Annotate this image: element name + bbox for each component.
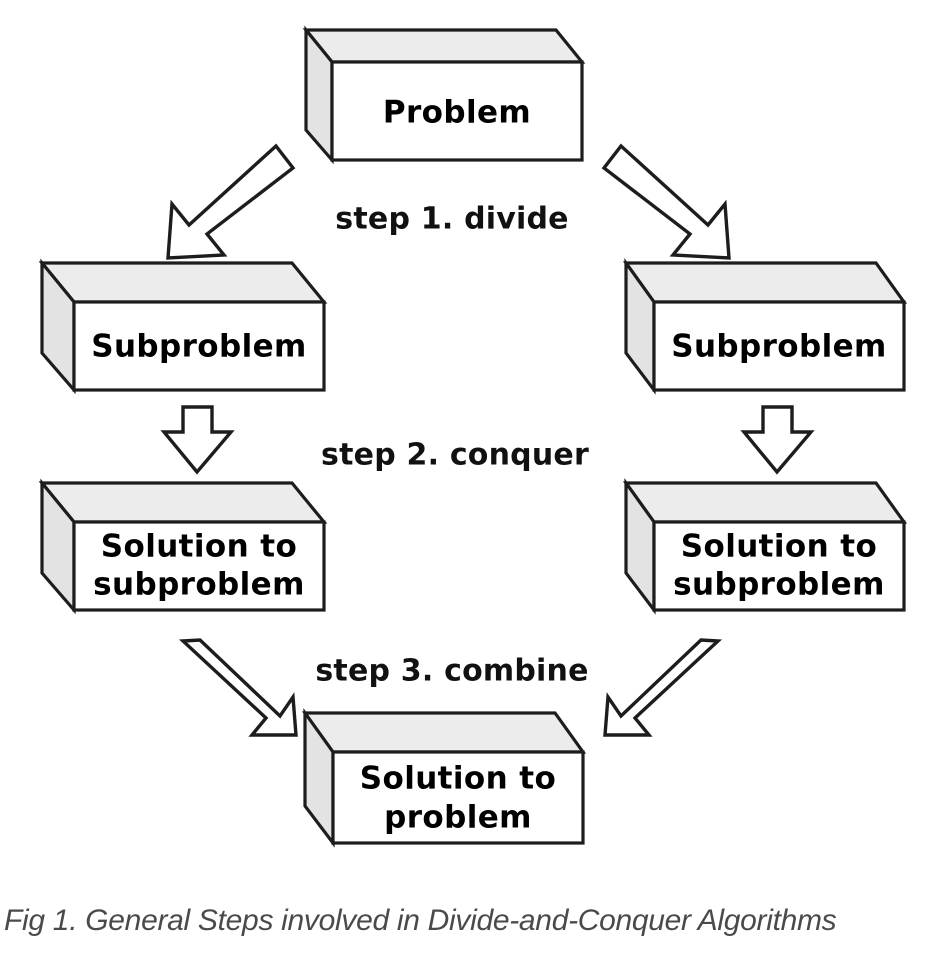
solution-sub-right-box-front-face bbox=[652, 520, 906, 612]
arrow-conquer-left-shape bbox=[160, 405, 235, 475]
subproblem-right-box-label: Subproblem bbox=[671, 329, 887, 365]
subproblem-right-box-front-face bbox=[652, 300, 906, 392]
subproblem-left-box-front-face bbox=[72, 300, 326, 392]
arrow-divide-right-shape bbox=[601, 143, 731, 260]
arrow-combine-left-shape bbox=[178, 638, 298, 737]
solution-problem-box-label-line1: Solution to bbox=[360, 761, 556, 797]
solution-sub-left-box-label-line1: Solution to bbox=[101, 529, 297, 565]
solution-sub-right-box-label-line2: subproblem bbox=[673, 567, 885, 603]
step-1-label: step 1. divide bbox=[335, 202, 568, 237]
solution-sub-right-box-label-line1: Solution to bbox=[681, 529, 877, 565]
subproblem-right-box-top-face bbox=[622, 261, 908, 304]
node-solution-problem: Solution to problem bbox=[301, 708, 587, 848]
solution-sub-left-box-front-face bbox=[72, 520, 326, 612]
solution-sub-right-box-top-face bbox=[622, 481, 908, 524]
solution-problem-box-top-face bbox=[301, 711, 587, 754]
arrow-conquer-right-shape bbox=[740, 405, 815, 475]
arrow-conquer-left bbox=[160, 405, 235, 475]
step-2-label: step 2. conquer bbox=[321, 438, 589, 473]
arrow-divide-left-shape bbox=[166, 143, 296, 260]
arrow-conquer-right bbox=[740, 405, 815, 475]
node-solution-subproblem-right: Solution to subproblem bbox=[622, 478, 908, 615]
solution-sub-left-box-label-line2: subproblem bbox=[93, 567, 305, 603]
step-3-label: step 3. combine bbox=[315, 654, 588, 689]
solution-problem-box-label-line2: problem bbox=[384, 800, 532, 836]
node-problem: Problem bbox=[302, 25, 586, 165]
node-subproblem-right: Subproblem bbox=[622, 258, 908, 395]
arrow-divide-left bbox=[166, 143, 296, 260]
subproblem-left-box-label: Subproblem bbox=[91, 329, 307, 365]
problem-box-label: Problem bbox=[383, 95, 531, 131]
arrow-combine-left bbox=[178, 638, 298, 737]
arrow-divide-right bbox=[601, 143, 731, 260]
node-solution-subproblem-left: Solution to subproblem bbox=[38, 478, 328, 615]
figure-caption: Fig 1. General Steps involved in Divide-… bbox=[4, 904, 837, 937]
problem-box-front-face bbox=[330, 60, 584, 162]
problem-box-top-face bbox=[302, 28, 586, 64]
subproblem-left-box-top-face bbox=[38, 261, 328, 304]
arrow-combine-right-shape bbox=[603, 638, 723, 737]
node-subproblem-left: Subproblem bbox=[38, 258, 328, 395]
arrow-combine-right bbox=[603, 638, 723, 737]
solution-problem-box-front-face bbox=[331, 750, 585, 845]
solution-sub-left-box-top-face bbox=[38, 481, 328, 524]
